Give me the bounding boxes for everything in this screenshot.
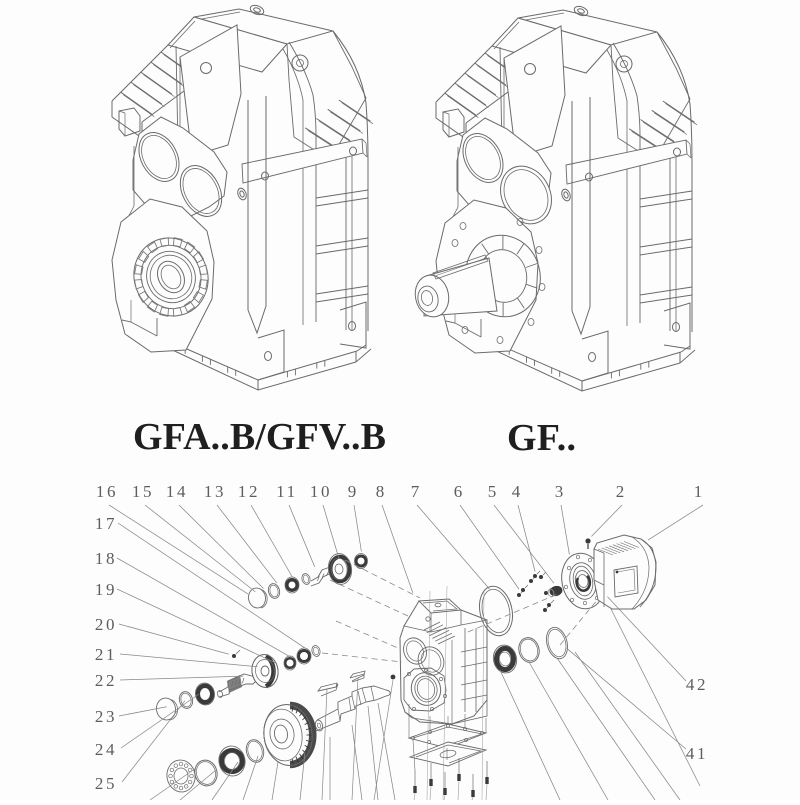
svg-text:7: 7 (411, 482, 420, 501)
svg-text:17: 17 (95, 514, 117, 533)
svg-text:41: 41 (686, 744, 708, 763)
svg-text:1: 1 (694, 482, 703, 501)
svg-text:22: 22 (95, 671, 117, 690)
svg-text:16: 16 (96, 482, 118, 501)
svg-text:10: 10 (310, 482, 332, 501)
svg-text:20: 20 (95, 615, 117, 634)
svg-text:24: 24 (95, 740, 117, 759)
svg-text:13: 13 (204, 482, 226, 501)
svg-text:15: 15 (132, 482, 154, 501)
svg-text:11: 11 (276, 482, 298, 501)
svg-text:25: 25 (95, 774, 117, 793)
svg-text:14: 14 (166, 482, 188, 501)
svg-text:21: 21 (95, 645, 117, 664)
svg-text:GFA..B/GFV..B: GFA..B/GFV..B (133, 416, 386, 458)
svg-text:2: 2 (616, 482, 625, 501)
svg-text:5: 5 (488, 482, 497, 501)
svg-text:8: 8 (376, 482, 385, 501)
svg-text:19: 19 (95, 580, 117, 599)
svg-text:4: 4 (512, 482, 521, 501)
svg-text:3: 3 (555, 482, 564, 501)
svg-text:GF..: GF.. (507, 417, 576, 459)
svg-text:23: 23 (95, 707, 117, 726)
svg-text:6: 6 (454, 482, 463, 501)
svg-text:18: 18 (95, 549, 117, 568)
svg-text:9: 9 (348, 482, 357, 501)
svg-text:12: 12 (238, 482, 260, 501)
svg-text:42: 42 (686, 675, 708, 694)
